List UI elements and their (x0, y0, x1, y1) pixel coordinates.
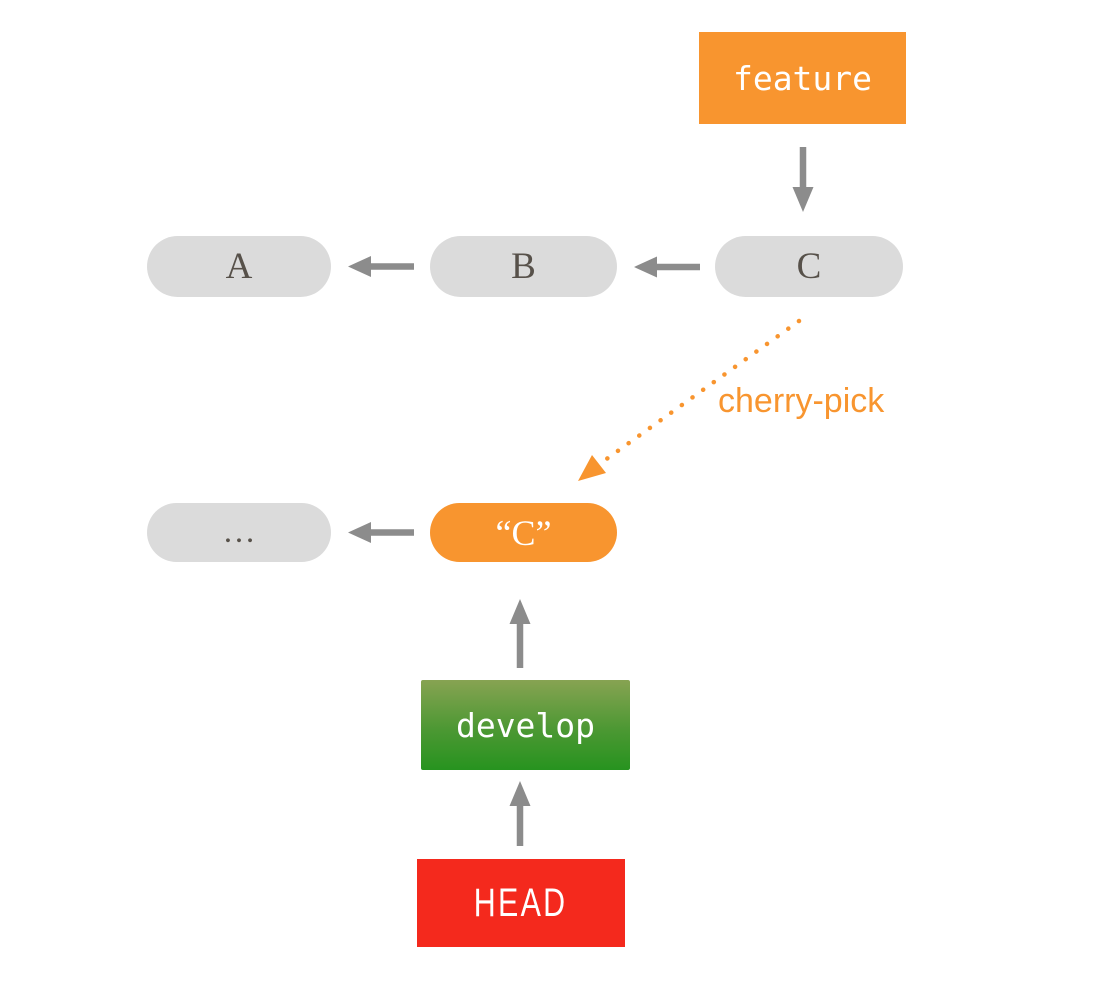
commit-a: A (147, 236, 331, 297)
develop-branch-label: develop (455, 705, 596, 745)
commit-ellipsis-label: … (222, 514, 256, 550)
cherry-pick-arrow (578, 318, 802, 481)
cherry-pick-label: cherry-pick (718, 382, 885, 420)
arrow-c-to-b (634, 256, 700, 278)
arrow-b-to-a (348, 256, 414, 277)
arrow-develop-to-copy (509, 599, 531, 668)
commit-a-label: A (225, 246, 253, 287)
head-label: HEAD (474, 880, 568, 925)
commit-c-copy-label: “C” (495, 512, 552, 553)
commit-b: B (430, 236, 617, 297)
commit-c: C (715, 236, 903, 297)
feature-branch-label: feature (732, 58, 873, 98)
commit-ellipsis: … (147, 503, 331, 562)
arrow-head-to-develop (509, 781, 531, 846)
head-box: HEAD (417, 859, 625, 947)
arrow-feature-to-c (792, 147, 814, 212)
commit-c-copy: “C” (430, 503, 617, 562)
commit-c-label: C (796, 246, 822, 287)
commit-b-label: B (511, 246, 536, 287)
feature-branch-box: feature (699, 32, 906, 124)
develop-branch-box: develop (421, 680, 630, 770)
arrow-copy-to-ellipsis (348, 522, 414, 543)
